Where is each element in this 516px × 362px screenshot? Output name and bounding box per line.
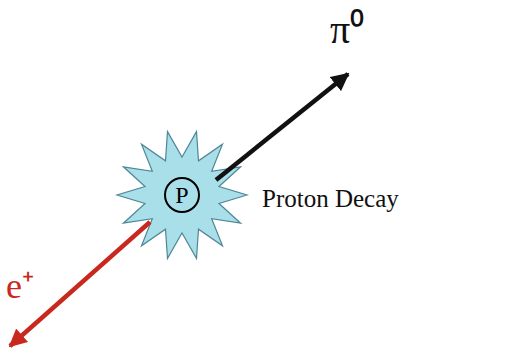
proton-circle: P (164, 177, 200, 213)
decay-starburst (117, 132, 247, 259)
process-label: Proton Decay (262, 186, 399, 211)
particle-label: π⁰ (330, 10, 364, 50)
particle-symbol: P (175, 183, 188, 207)
particle-label: e⁺ (6, 268, 34, 304)
pion-arrow (216, 74, 348, 180)
